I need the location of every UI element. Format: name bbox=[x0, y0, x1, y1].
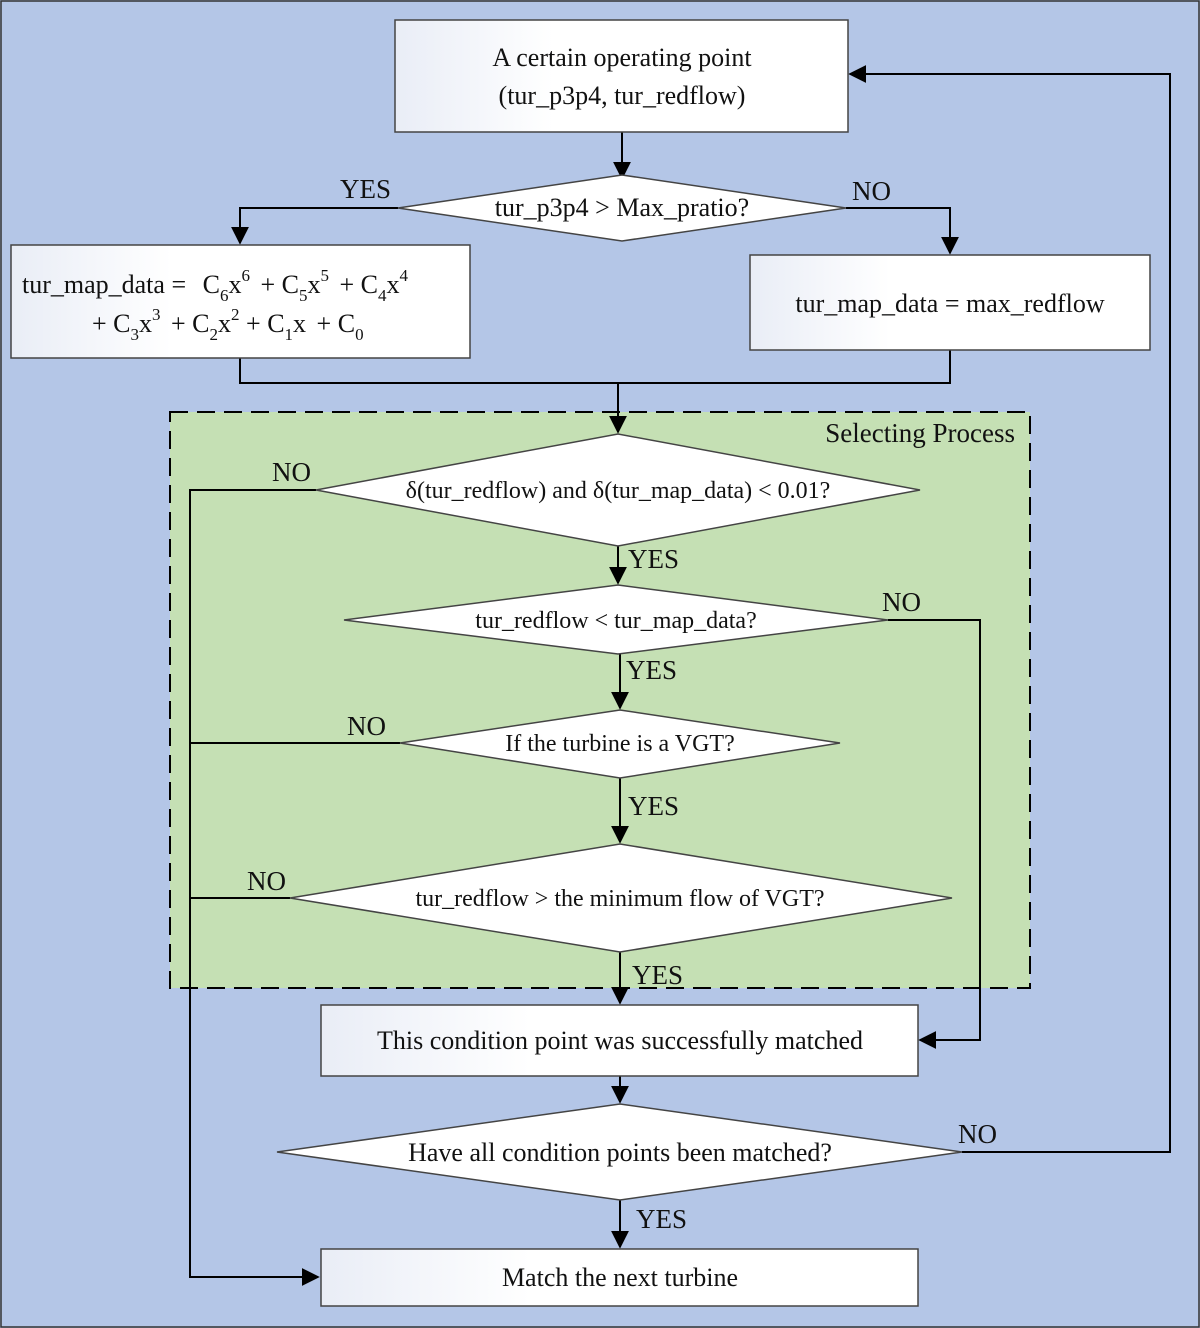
start-box-line1: A certain operating point bbox=[492, 43, 752, 72]
connectors bbox=[189, 65, 1171, 1286]
yes-label-delta: YES bbox=[628, 544, 679, 574]
svg-text:+ C3x3 + C2x2 + C1: + C3x3 + C2x2 + C1x + C0 bbox=[92, 297, 364, 344]
matched-text: This condition point was successfully ma… bbox=[377, 1026, 863, 1055]
decision-vgt-text: If the turbine is a VGT? bbox=[505, 731, 735, 757]
branch-labels: YES NO NO YES NO YES NO YES NO YES NO YE… bbox=[247, 174, 997, 1234]
yes-label-redflow: YES bbox=[626, 655, 677, 685]
no-label-minflow: NO bbox=[247, 866, 286, 896]
decision-delta: δ(tur_redflow) and δ(tur_map_data) < 0.0… bbox=[315, 433, 921, 547]
decision-redflow-text: tur_redflow < tur_map_data? bbox=[475, 608, 756, 634]
decision-pratio: tur_p3p4 > Max_pratio? bbox=[397, 174, 847, 242]
no-label-vgt: NO bbox=[347, 711, 386, 741]
next-turbine-box: Match the next turbine bbox=[320, 1248, 919, 1307]
no-label-delta: NO bbox=[272, 457, 311, 487]
decision-minflow-text: tur_redflow > the minimum flow of VGT? bbox=[415, 886, 824, 912]
max-redflow-box: tur_map_data = max_redflow bbox=[749, 254, 1151, 351]
no-label-pratio: NO bbox=[852, 176, 891, 206]
decision-delta-text: δ(tur_redflow) and δ(tur_map_data) < 0.0… bbox=[406, 478, 831, 504]
start-box: A certain operating point (tur_p3p4, tur… bbox=[394, 19, 849, 133]
decision-minflow: tur_redflow > the minimum flow of VGT? bbox=[289, 843, 953, 953]
no-label-redflow: NO bbox=[882, 587, 921, 617]
svg-text:tur_map_data = C6x6: tur_map_data = C6x6 + C5x5 + C4x4 bbox=[22, 258, 409, 305]
yes-label-minflow: YES bbox=[632, 960, 683, 990]
no-label-all: NO bbox=[958, 1119, 997, 1149]
max-redflow-text: tur_map_data = max_redflow bbox=[795, 289, 1104, 318]
yes-label-pratio: YES bbox=[340, 174, 391, 204]
polynomial-box: tur_map_data = C6x6 + C5x5 + C4x4 + C3x3… bbox=[10, 244, 471, 359]
decision-all-matched: Have all condition points been matched? bbox=[276, 1103, 963, 1201]
matched-box: This condition point was successfully ma… bbox=[320, 1004, 919, 1077]
start-box-line2: (tur_p3p4, tur_redflow) bbox=[499, 81, 746, 110]
yes-label-vgt: YES bbox=[628, 791, 679, 821]
poly-lhs: tur_map_data = bbox=[22, 270, 186, 299]
decision-pratio-text: tur_p3p4 > Max_pratio? bbox=[495, 193, 749, 222]
decision-all-text: Have all condition points been matched? bbox=[408, 1138, 832, 1167]
next-turbine-text: Match the next turbine bbox=[502, 1263, 738, 1292]
decision-vgt: If the turbine is a VGT? bbox=[399, 709, 841, 779]
yes-label-all: YES bbox=[636, 1204, 687, 1234]
selecting-process-label: Selecting Process bbox=[825, 418, 1015, 448]
decision-redflow: tur_redflow < tur_map_data? bbox=[343, 584, 889, 655]
